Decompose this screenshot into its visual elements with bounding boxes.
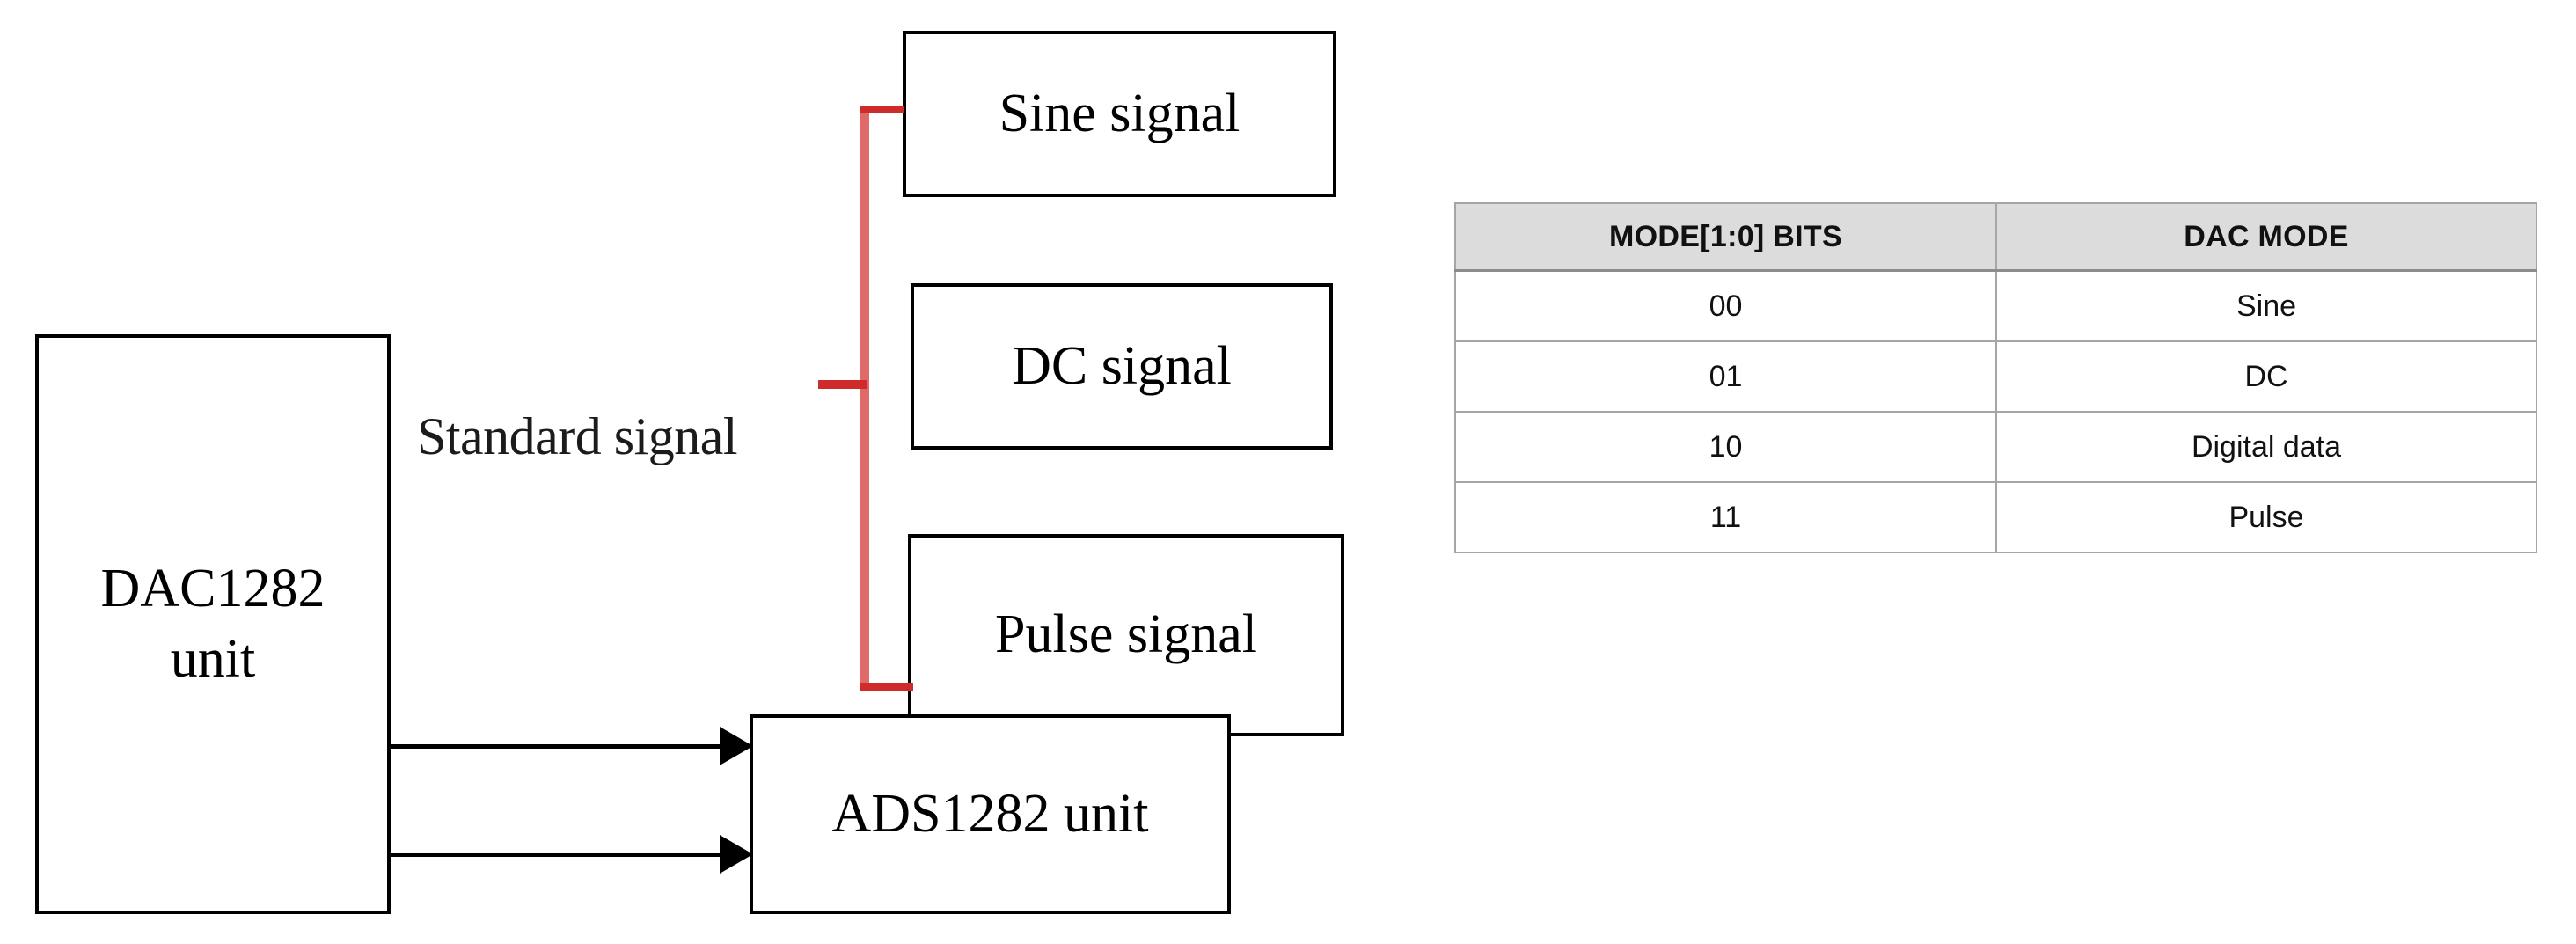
table-row: 00 Sine bbox=[1454, 269, 2537, 342]
cell-dac-mode: Pulse bbox=[1995, 481, 2537, 553]
cell-dac-mode: DC bbox=[1995, 340, 2537, 413]
bracket-bottom-arm-line bbox=[860, 683, 913, 691]
standard-signal-label: Standard signal bbox=[417, 407, 738, 465]
bracket-vertical-line bbox=[860, 111, 869, 690]
dac1282-label-line1: DAC1282 bbox=[100, 559, 326, 619]
sine-signal-label: Sine signal bbox=[999, 83, 1240, 143]
table-row: 10 Digital data bbox=[1454, 411, 2537, 483]
cell-mode-bits: 10 bbox=[1454, 411, 1997, 483]
dac1282-label-line2: unit bbox=[170, 628, 256, 689]
dc-signal-box: DC signal bbox=[911, 283, 1333, 450]
dac1282-unit-label: DAC1282 unit bbox=[92, 554, 334, 694]
cell-dac-mode: Digital data bbox=[1995, 411, 2537, 483]
arrow-dac-to-ads-1-head-icon bbox=[720, 727, 753, 765]
table-row: 11 Pulse bbox=[1454, 481, 2537, 553]
table-row: 01 DC bbox=[1454, 340, 2537, 413]
ads1282-unit-box: ADS1282 unit bbox=[750, 714, 1231, 914]
cell-mode-bits: 00 bbox=[1454, 269, 1997, 342]
cell-dac-mode: Sine bbox=[1995, 269, 2537, 342]
dac-mode-table: MODE[1:0] BITS DAC MODE 00 Sine 01 DC 10… bbox=[1454, 202, 2537, 553]
pulse-signal-label: Pulse signal bbox=[995, 604, 1257, 665]
sine-signal-box: Sine signal bbox=[903, 31, 1336, 197]
bracket-top-arm-line bbox=[860, 106, 904, 113]
arrow-dac-to-ads-2-head-icon bbox=[720, 835, 753, 874]
column-header-dac-mode: DAC MODE bbox=[1995, 202, 2537, 272]
bracket-middle-stub-line bbox=[818, 380, 867, 389]
arrow-dac-to-ads-2-shaft bbox=[391, 853, 725, 857]
column-header-mode-bits: MODE[1:0] BITS bbox=[1454, 202, 1997, 272]
ads1282-unit-label: ADS1282 unit bbox=[831, 783, 1149, 844]
dac1282-unit-box: DAC1282 unit bbox=[35, 334, 391, 914]
table-header-row: MODE[1:0] BITS DAC MODE bbox=[1454, 202, 2537, 272]
cell-mode-bits: 11 bbox=[1454, 481, 1997, 553]
arrow-dac-to-ads-1-shaft bbox=[391, 744, 725, 749]
pulse-signal-box: Pulse signal bbox=[908, 534, 1344, 736]
cell-mode-bits: 01 bbox=[1454, 340, 1997, 413]
dc-signal-label: DC signal bbox=[1012, 335, 1232, 396]
